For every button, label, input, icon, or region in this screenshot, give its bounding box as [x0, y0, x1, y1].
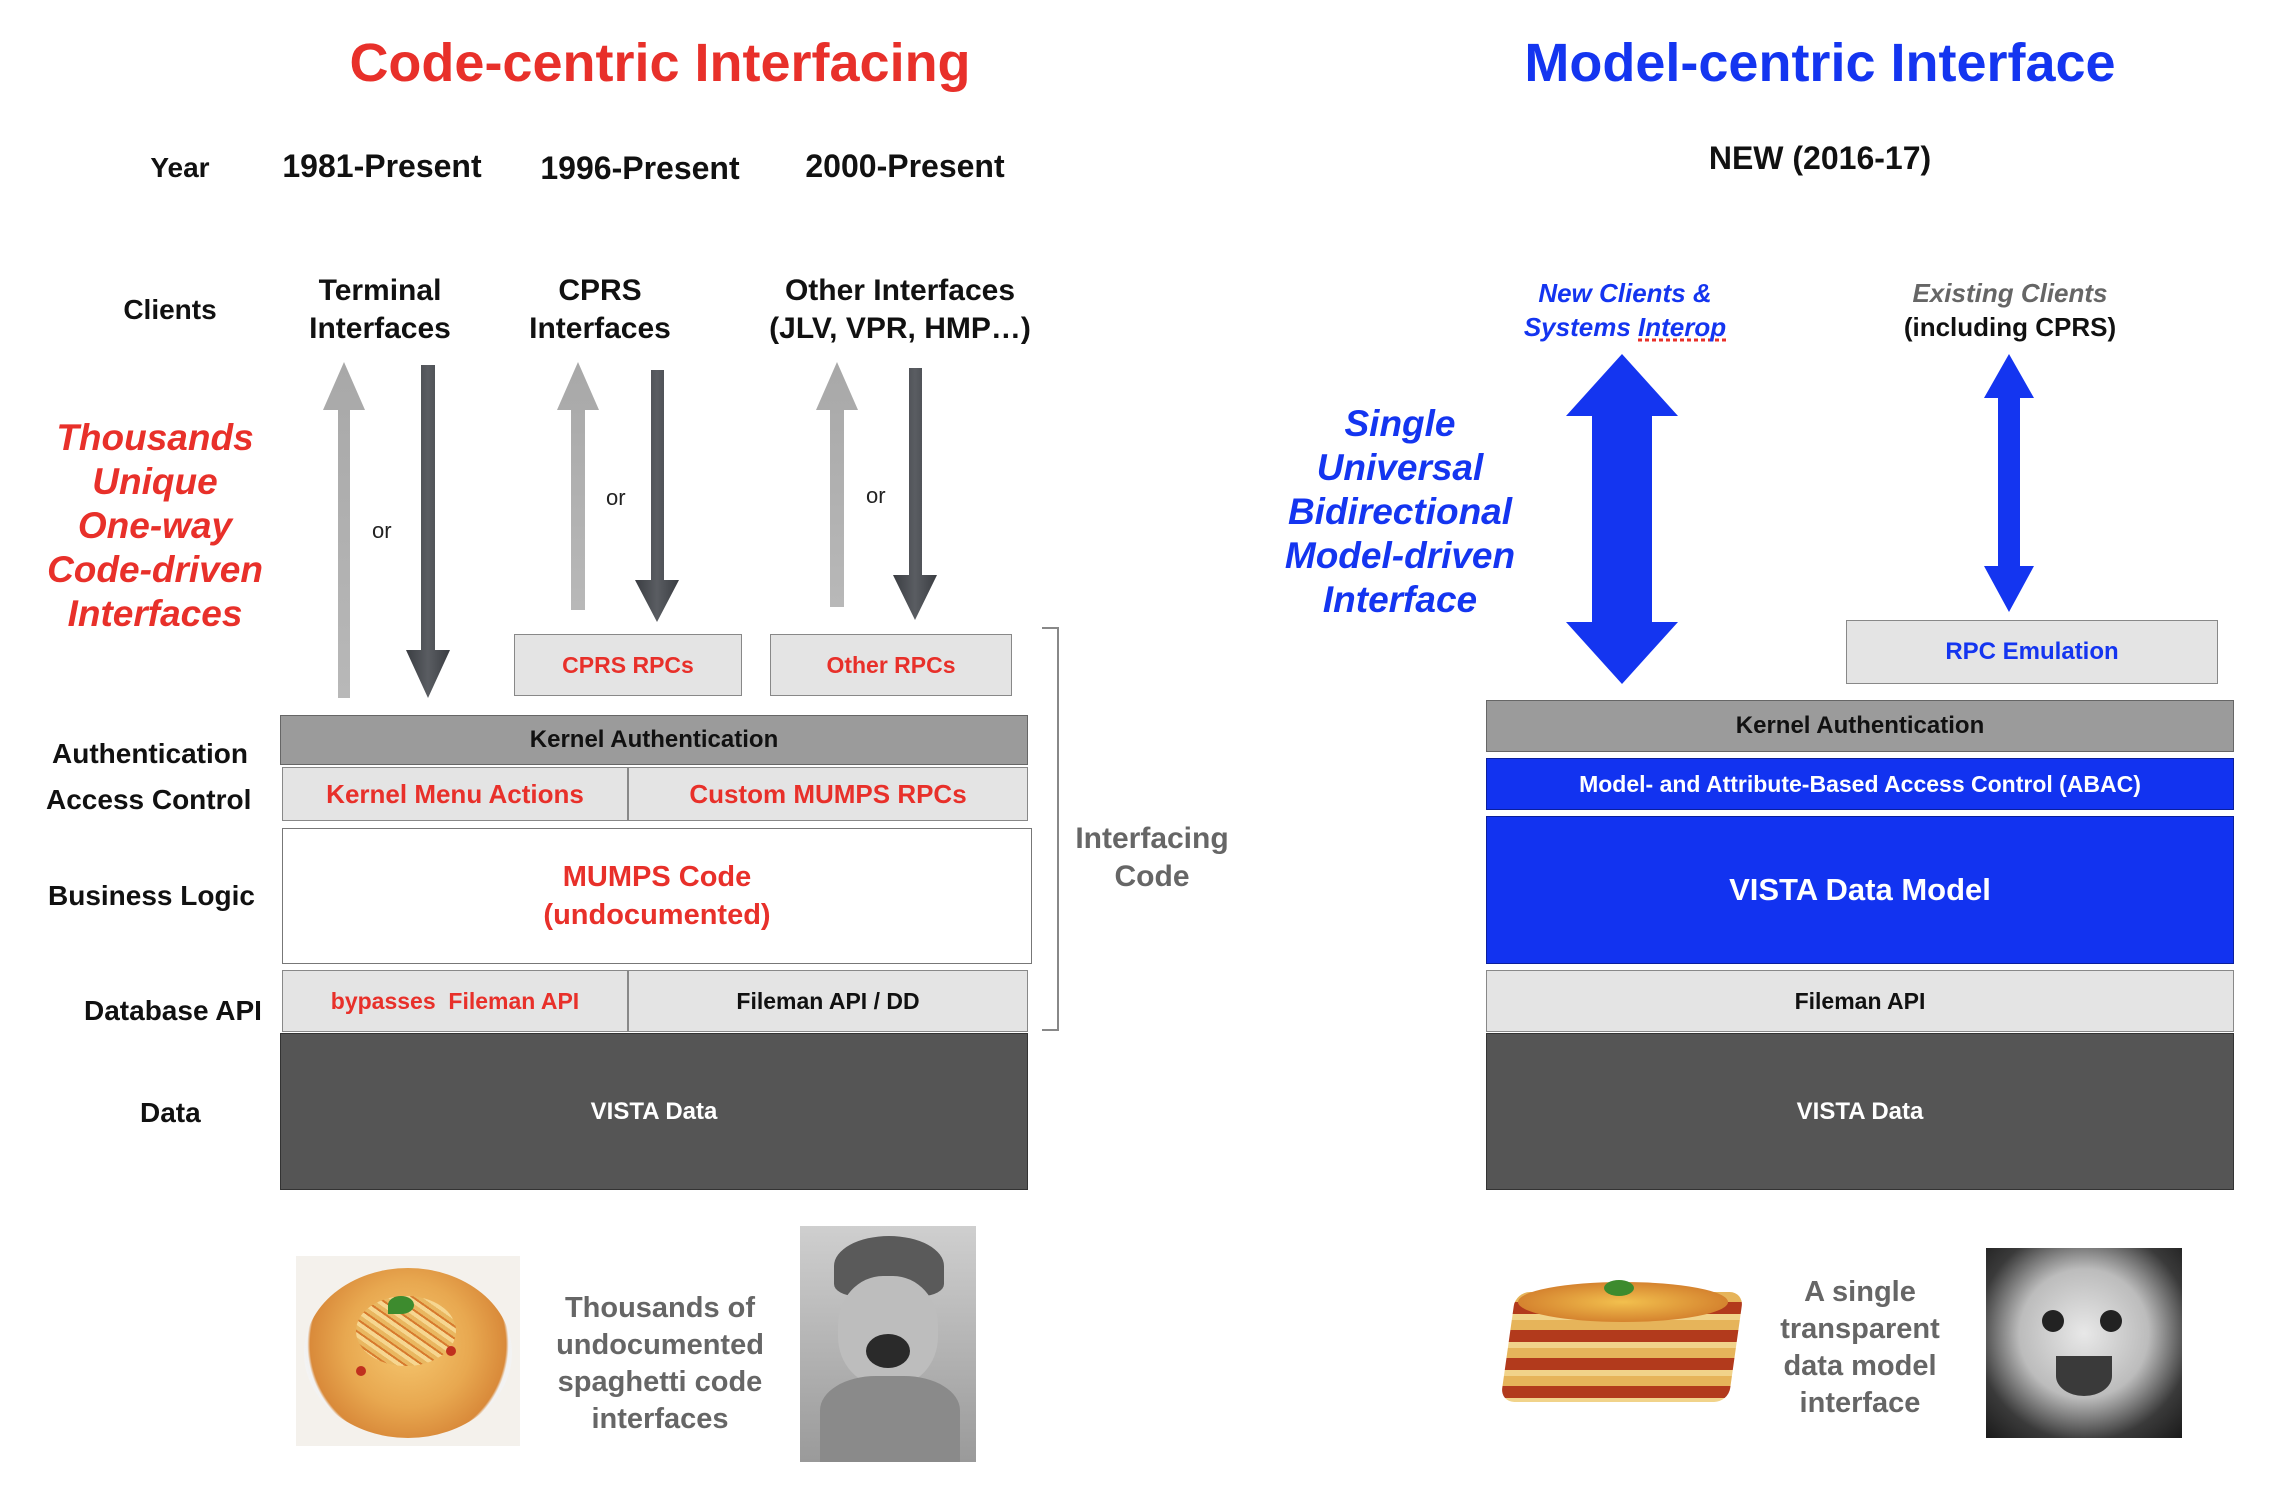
down-arrow-icon: [893, 368, 937, 620]
side-note-line: Model-driven: [1284, 535, 1516, 576]
left-caption-line: spaghetti code: [557, 1366, 763, 1398]
right-caption-line: transparent: [1780, 1313, 1940, 1345]
new-clients-label: New Clients & Systems Interop: [1500, 276, 1750, 344]
fileman-api-layer: Fileman API: [1486, 970, 2234, 1032]
client-cprs-line1: CPRS: [558, 274, 642, 307]
up-arrow-icon: [323, 362, 365, 698]
side-note-line: Bidirectional: [1287, 491, 1513, 532]
side-note-line: Universal: [1316, 447, 1484, 488]
side-note-line: Thousands: [56, 417, 254, 458]
existing-clients-line1: Existing Clients: [1912, 278, 2108, 308]
side-note-line: One-way: [77, 505, 233, 546]
up-arrow-icon: [557, 362, 599, 610]
spaghetti-image: [296, 1256, 520, 1446]
business-logic-label: Business Logic: [48, 880, 255, 911]
interfacing-code-line2: Code: [1114, 860, 1190, 893]
custom-mumps-rpcs-box: Custom MUMPS RPCs: [628, 767, 1028, 821]
or-label: or: [372, 518, 392, 543]
kernel-authentication-layer: Kernel Authentication: [280, 715, 1028, 765]
bypasses-fileman-box: bypasses Fileman API: [282, 970, 628, 1032]
up-arrow-icon: [816, 362, 858, 607]
client-cprs-line2: Interfaces: [529, 312, 671, 345]
client-terminal: Terminal Interfaces: [270, 272, 490, 348]
bidirectional-arrow-icon: [1566, 354, 1678, 684]
right-caption-line: A single: [1804, 1276, 1916, 1308]
bracket: [1042, 627, 1059, 1031]
left-caption-line: Thousands of: [564, 1292, 756, 1324]
left-caption-line: interfaces: [591, 1403, 729, 1435]
year-label: Year: [150, 152, 210, 183]
side-note-line: Interface: [1322, 579, 1478, 620]
vista-data-layer: VISTA Data: [1486, 1033, 2234, 1190]
down-arrow-icon: [406, 365, 450, 698]
interfacing-code-line1: Interfacing: [1075, 822, 1229, 855]
abac-layer: Model- and Attribute-Based Access Contro…: [1486, 758, 2234, 810]
right-side-note: Single Universal Bidirectional Model-dri…: [1270, 402, 1530, 622]
year-terminal: 1981-Present: [282, 148, 482, 184]
interfacing-code-label: Interfacing Code: [1062, 820, 1242, 896]
kernel-authentication-layer: Kernel Authentication: [1486, 700, 2234, 752]
lasagna-image: [1498, 1262, 1746, 1432]
existing-clients-label: Existing Clients (including CPRS): [1870, 276, 2150, 344]
vista-data-layer: VISTA Data: [280, 1033, 1028, 1190]
or-label: or: [866, 483, 886, 508]
right-year: NEW (2016-17): [1708, 140, 1932, 176]
side-note-line: Interfaces: [67, 593, 243, 634]
fileman-api-dd-box: Fileman API / DD: [628, 970, 1028, 1032]
or-label: or: [606, 485, 626, 510]
database-api-label: Database API: [84, 995, 262, 1026]
rpc-emulation-box: RPC Emulation: [1846, 620, 2218, 684]
right-title: Model-centric Interface: [1524, 33, 2116, 93]
client-other: Other Interfaces (JLV, VPR, HMP…): [740, 272, 1060, 348]
new-clients-line2: Systems Interop: [1523, 312, 1727, 342]
year-cprs: 1996-Present: [540, 150, 740, 186]
other-rpcs-box: Other RPCs: [770, 634, 1012, 696]
right-caption-line: interface: [1799, 1387, 1921, 1419]
client-other-line1: Other Interfaces: [784, 274, 1016, 307]
side-note-line: Unique: [92, 461, 218, 502]
left-side-note: Thousands Unique One-way Code-driven Int…: [20, 416, 290, 636]
right-caption: A single transparent data model interfac…: [1760, 1274, 1960, 1422]
left-title: Code-centric Interfacing: [349, 33, 971, 93]
year-other: 2000-Present: [805, 148, 1005, 184]
access-control-label: Access Control: [46, 784, 252, 815]
vista-data-model-layer: VISTA Data Model: [1486, 816, 2234, 964]
side-note-line: Code-driven: [47, 549, 263, 590]
client-cprs: CPRS Interfaces: [500, 272, 700, 348]
messy-child-photo: [800, 1226, 976, 1462]
clients-label: Clients: [123, 294, 217, 325]
new-clients-line1: New Clients &: [1538, 278, 1712, 308]
authentication-label: Authentication: [52, 738, 248, 769]
bidirectional-arrow-icon: [1984, 354, 2034, 612]
left-caption: Thousands of undocumented spaghetti code…: [540, 1290, 780, 1438]
mumps-code-box: MUMPS Code (undocumented): [282, 828, 1032, 964]
kernel-menu-actions-box: Kernel Menu Actions: [282, 767, 628, 821]
down-arrow-icon: [635, 370, 679, 622]
client-other-line2: (JLV, VPR, HMP…): [769, 312, 1031, 345]
cprs-rpcs-box: CPRS RPCs: [514, 634, 742, 696]
existing-clients-line2: (including CPRS): [1903, 312, 2117, 342]
client-terminal-line2: Interfaces: [309, 312, 451, 345]
mumps-code-line2: (undocumented): [543, 899, 771, 931]
mumps-code-line1: MUMPS Code: [562, 861, 752, 893]
data-label: Data: [140, 1097, 201, 1128]
side-note-line: Single: [1344, 403, 1456, 444]
happy-baby-photo: [1986, 1248, 2182, 1438]
left-caption-line: undocumented: [556, 1329, 764, 1361]
right-caption-line: data model: [1783, 1350, 1937, 1382]
client-terminal-line1: Terminal: [318, 274, 442, 307]
bypasses-fileman-text: bypasses Fileman API: [330, 987, 580, 1014]
